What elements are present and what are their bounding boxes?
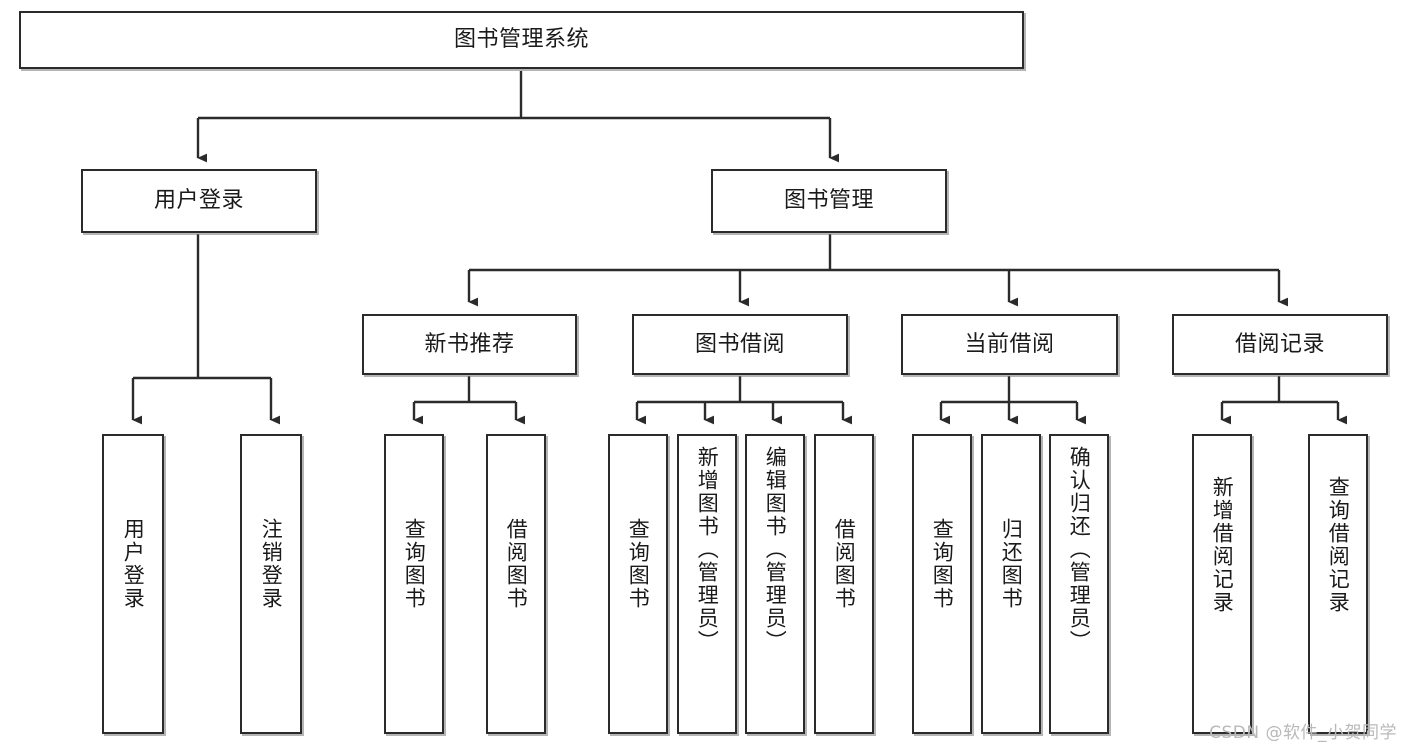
- leaf-logout-login-label: 注销登录: [259, 518, 284, 610]
- leaf-confirm-return[interactable]: 确认归还（管理员）: [1049, 434, 1109, 734]
- leaf-add-record[interactable]: 新增借阅记录: [1192, 434, 1252, 734]
- node-current-borrow[interactable]: 当前借阅: [901, 314, 1118, 375]
- leaf-query-record-label: 查询借阅记录: [1326, 476, 1351, 614]
- leaf-logout-login[interactable]: 注销登录: [240, 434, 302, 734]
- leaf-return-book-label: 归还图书: [999, 518, 1024, 610]
- leaf-edit-book-label: 编辑图书（管理员）: [763, 446, 788, 653]
- node-new-book-recommend[interactable]: 新书推荐: [362, 314, 577, 375]
- node-book-borrow-label: 图书借阅: [694, 331, 785, 357]
- leaf-add-record-label: 新增借阅记录: [1210, 476, 1235, 614]
- node-book-manage[interactable]: 图书管理: [711, 169, 947, 233]
- leaf-query-book-2-label: 查询图书: [626, 518, 651, 610]
- leaf-borrow-book-2-label: 借阅图书: [832, 518, 857, 610]
- leaf-query-book-1[interactable]: 查询图书: [384, 434, 444, 734]
- leaf-return-book[interactable]: 归还图书: [981, 434, 1041, 734]
- leaf-add-book-label: 新增图书（管理员）: [695, 446, 720, 653]
- node-new-book-recommend-label: 新书推荐: [424, 331, 515, 357]
- leaf-add-book[interactable]: 新增图书（管理员）: [677, 434, 737, 734]
- leaf-query-record[interactable]: 查询借阅记录: [1308, 434, 1368, 734]
- leaf-borrow-book-1[interactable]: 借阅图书: [486, 434, 546, 734]
- node-root[interactable]: 图书管理系统: [19, 11, 1024, 69]
- leaf-query-book-3[interactable]: 查询图书: [912, 434, 972, 734]
- leaf-query-book-3-label: 查询图书: [930, 518, 955, 610]
- node-borrow-record[interactable]: 借阅记录: [1172, 314, 1388, 375]
- leaf-query-book-2[interactable]: 查询图书: [608, 434, 668, 734]
- leaf-confirm-return-label: 确认归还（管理员）: [1067, 446, 1092, 653]
- node-book-manage-label: 图书管理: [783, 188, 874, 214]
- leaf-user-login-label: 用户登录: [121, 518, 146, 610]
- node-root-label: 图书管理系统: [453, 27, 589, 53]
- node-current-borrow-label: 当前借阅: [964, 331, 1055, 357]
- leaf-user-login[interactable]: 用户登录: [102, 434, 164, 734]
- node-borrow-record-label: 借阅记录: [1234, 331, 1325, 357]
- node-book-borrow[interactable]: 图书借阅: [632, 314, 848, 375]
- leaf-query-book-1-label: 查询图书: [402, 518, 427, 610]
- leaf-borrow-book-2[interactable]: 借阅图书: [814, 434, 874, 734]
- node-user-login-label: 用户登录: [153, 188, 244, 214]
- csdn-watermark: CSDN @软件_小贺同学: [1209, 723, 1397, 743]
- node-user-login[interactable]: 用户登录: [81, 169, 317, 233]
- leaf-borrow-book-1-label: 借阅图书: [504, 518, 529, 610]
- leaf-edit-book[interactable]: 编辑图书（管理员）: [745, 434, 805, 734]
